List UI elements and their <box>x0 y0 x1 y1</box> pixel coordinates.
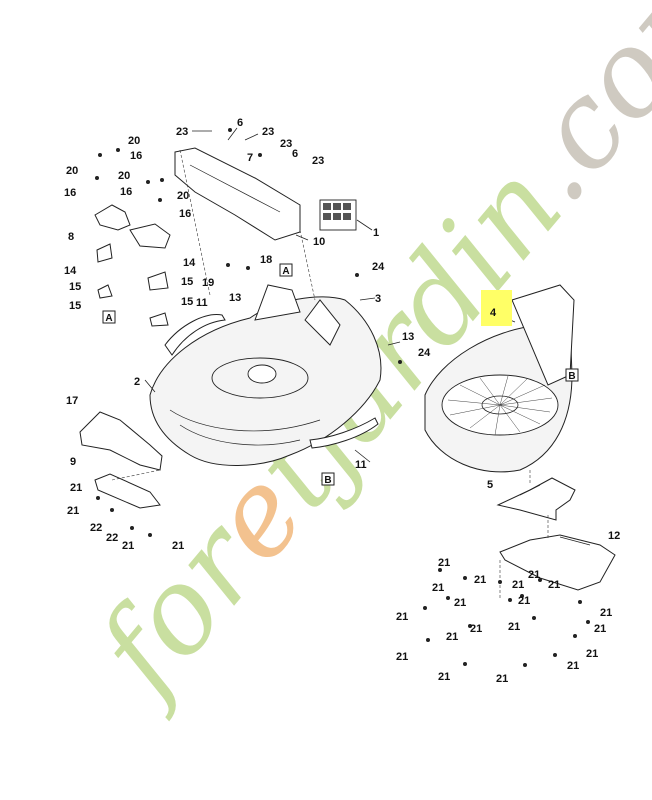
label-16: 16 <box>179 208 191 220</box>
label-21: 21 <box>396 651 408 663</box>
label-21: 21 <box>512 579 524 591</box>
label-23: 23 <box>176 126 188 138</box>
label-21: 21 <box>528 569 540 581</box>
label-15: 15 <box>181 276 193 288</box>
label-21: 21 <box>446 631 458 643</box>
label-3: 3 <box>375 293 381 305</box>
label-21: 21 <box>432 582 444 594</box>
mulch-plug <box>79 411 163 509</box>
label-23: 23 <box>262 126 274 138</box>
label-15: 15 <box>69 281 81 293</box>
label-21: 21 <box>122 540 134 552</box>
label-20: 20 <box>118 170 130 182</box>
fasteners <box>95 128 590 667</box>
label-21: 21 <box>600 607 612 619</box>
label-12: 12 <box>608 530 620 542</box>
label-21: 21 <box>548 579 560 591</box>
side-brackets <box>94 204 171 327</box>
label-21: 21 <box>496 673 508 685</box>
label-23: 23 <box>280 138 292 150</box>
highlight-box <box>481 290 512 326</box>
part-labels: 23 6 23 23 7 6 23 20 16 20 16 20 16 20 1… <box>64 117 620 685</box>
label-21: 21 <box>594 623 606 635</box>
ref-b-deck-label: B <box>324 475 331 486</box>
label-14: 14 <box>64 265 77 277</box>
side-skirts <box>164 314 379 449</box>
ref-a-left: A <box>102 310 116 324</box>
label-21: 21 <box>438 557 450 569</box>
label-23: 23 <box>312 155 324 167</box>
ref-b-blower-label: B <box>568 371 575 382</box>
label-21: 21 <box>172 540 184 552</box>
label-16: 16 <box>120 186 132 198</box>
label-13: 13 <box>402 331 414 343</box>
label-20: 20 <box>66 165 78 177</box>
ref-a-top-label: A <box>282 266 289 277</box>
label-21: 21 <box>438 671 450 683</box>
label-5: 5 <box>487 479 493 491</box>
label-6: 6 <box>292 148 298 160</box>
ref-a-left-label: A <box>105 313 112 324</box>
leader-lines <box>144 127 591 546</box>
label-15: 15 <box>181 296 193 308</box>
label-9: 9 <box>70 456 76 468</box>
label-16: 16 <box>64 187 76 199</box>
label-21: 21 <box>567 660 579 672</box>
label-14: 14 <box>183 257 196 269</box>
label-7: 7 <box>247 152 253 164</box>
label-19: 19 <box>202 277 214 289</box>
label-20: 20 <box>128 135 140 147</box>
label-15: 15 <box>69 300 81 312</box>
label-4: 4 <box>490 307 497 319</box>
chute-and-plate <box>496 477 616 591</box>
top-handle-cover <box>174 147 301 241</box>
blower-fins <box>447 375 553 436</box>
label-21: 21 <box>586 648 598 660</box>
label-17: 17 <box>66 395 78 407</box>
ref-b-deck: B <box>321 472 335 486</box>
label-6: 6 <box>237 117 243 129</box>
label-21: 21 <box>518 595 530 607</box>
label-21: 21 <box>454 597 466 609</box>
label-18: 18 <box>260 254 272 266</box>
warning-label <box>319 199 357 231</box>
label-24: 24 <box>372 261 385 273</box>
label-2: 2 <box>134 376 140 388</box>
label-10: 10 <box>313 236 325 248</box>
label-21: 21 <box>67 505 79 517</box>
label-21: 21 <box>70 482 82 494</box>
blower-housing <box>424 284 575 473</box>
label-22: 22 <box>90 522 102 534</box>
label-22: 22 <box>106 532 118 544</box>
label-13: 13 <box>229 292 241 304</box>
ref-a-top: A <box>279 263 293 277</box>
mower-deck-housing <box>149 284 382 466</box>
label-21: 21 <box>508 621 520 633</box>
label-21: 21 <box>470 623 482 635</box>
label-24: 24 <box>418 347 431 359</box>
label-16: 16 <box>130 150 142 162</box>
label-21: 21 <box>396 611 408 623</box>
label-8: 8 <box>68 231 74 243</box>
ref-b-blower: B <box>565 368 579 382</box>
label-11: 11 <box>196 297 208 309</box>
label-11: 11 <box>355 459 367 471</box>
label-20: 20 <box>177 190 189 202</box>
label-1: 1 <box>373 227 379 239</box>
label-21: 21 <box>474 574 486 586</box>
